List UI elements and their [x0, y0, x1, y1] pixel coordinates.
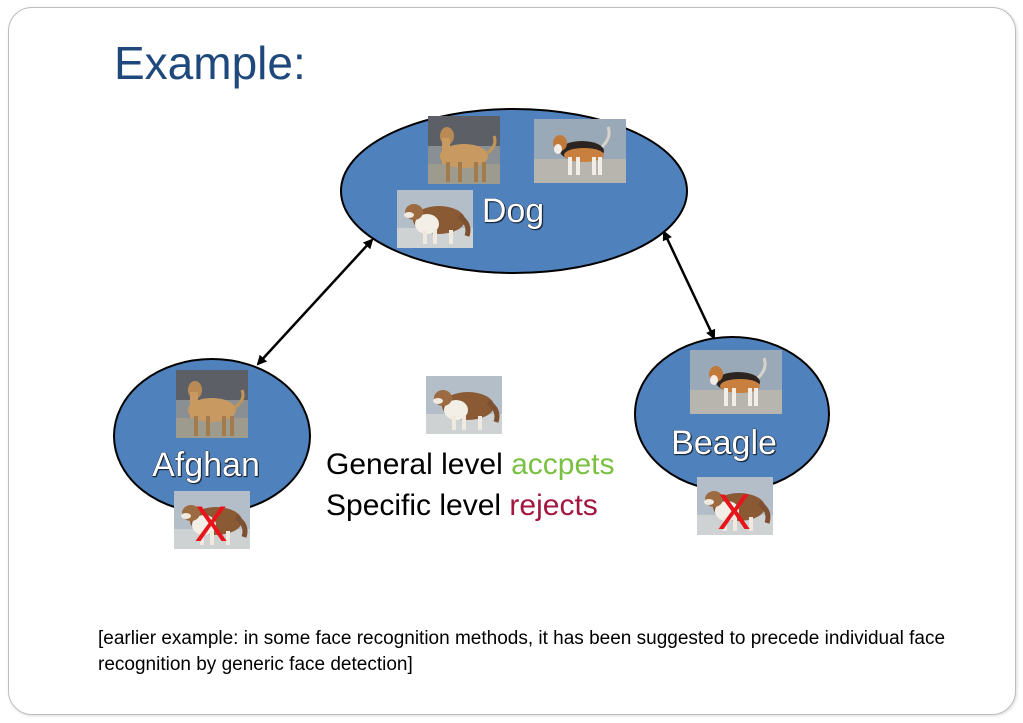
- beagle-rejected-collie: X: [697, 477, 773, 540]
- slide-title: Example:: [114, 37, 306, 89]
- collie-photo: [397, 190, 473, 248]
- caption-general-prefix: General level: [326, 448, 512, 481]
- afghan-photo: [174, 368, 250, 440]
- node-beagle: Beagle: [634, 336, 830, 492]
- caption-line-general: General level accpets: [326, 444, 615, 485]
- node-beagle-label: Beagle: [671, 424, 777, 462]
- arrow-dog-afghan: [256, 238, 374, 366]
- node-afghan: Afghan: [113, 358, 311, 514]
- caption-general-accent: accpets: [511, 448, 615, 481]
- beagle-photo: [532, 117, 628, 185]
- beagle-photo: [688, 348, 784, 416]
- caption-line-specific: Specific level rejects: [326, 485, 615, 526]
- arrow-dog-beagle: [662, 230, 716, 340]
- node-afghan-label: Afghan: [152, 446, 260, 484]
- footnote: [earlier example: in some face recogniti…: [98, 628, 946, 675]
- node-dog-label: Dog: [482, 192, 544, 230]
- node-dog: Dog: [340, 108, 688, 274]
- reject-x-icon: X: [194, 496, 227, 552]
- reject-x-icon: X: [717, 484, 750, 540]
- afghan-rejected-collie: X: [174, 491, 250, 552]
- caption-specific-prefix: Specific level: [326, 489, 510, 522]
- afghan-photo: [426, 114, 502, 186]
- collie-photo-query: [426, 376, 502, 434]
- level-caption: General level accpets Specific level rej…: [326, 444, 615, 526]
- caption-specific-accent: rejects: [509, 489, 598, 522]
